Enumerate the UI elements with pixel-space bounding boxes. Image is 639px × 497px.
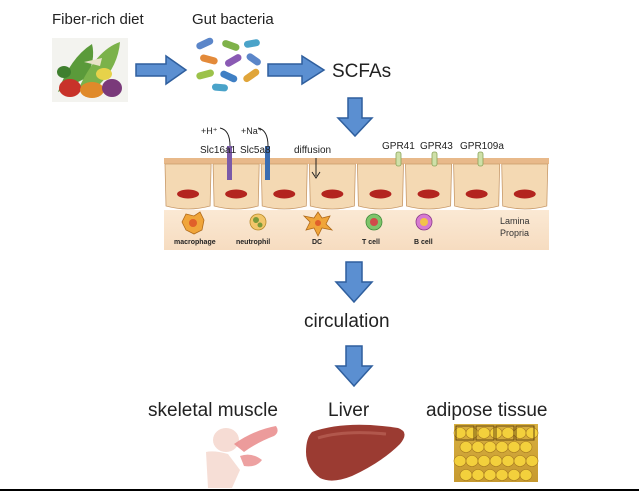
slc5a8-transporter [257, 127, 270, 180]
adipocyte [459, 441, 473, 453]
propria-label: Propria [500, 228, 529, 238]
cell-nucleus [369, 189, 392, 199]
dc-cell [302, 211, 334, 237]
adipocyte [525, 427, 539, 439]
adipocyte-outline [495, 425, 515, 441]
epithelium-layer [164, 158, 549, 250]
diffusion-label: diffusion [294, 145, 331, 156]
epithelial-cell [356, 163, 404, 210]
adipocyte [477, 455, 491, 467]
bacteria-image [196, 37, 261, 92]
slc16a1-transporter [219, 127, 232, 180]
adipocyte [471, 441, 485, 453]
epithelial-cell [501, 163, 549, 210]
adipocyte [525, 455, 539, 467]
arrow-bacteria-to-scfas [267, 54, 326, 86]
macrophage-label: macrophage [174, 239, 216, 246]
arrow-epithelium-to-circulation [334, 261, 374, 304]
gut-bacteria-label: Gut bacteria [192, 11, 274, 28]
cell-nucleus [177, 189, 200, 199]
bottom-divider [0, 489, 639, 491]
slc16a1-ion-label: +H⁺ [201, 126, 218, 136]
epithelial-cell [164, 163, 212, 210]
circulation-label: circulation [304, 311, 390, 332]
adipocyte [507, 469, 521, 481]
lamina-label: Lamina [500, 216, 530, 226]
cell-nucleus [465, 189, 488, 199]
cell-nucleus [321, 189, 344, 199]
adipocyte-outline [455, 425, 475, 441]
adipocyte [459, 469, 473, 481]
diffusion-arrow [311, 158, 321, 179]
adipocyte [495, 469, 509, 481]
adipocyte-outline [475, 425, 495, 441]
skeletal-muscle-label: skeletal muscle [148, 400, 278, 421]
arrow-diet-to-bacteria [135, 54, 188, 86]
adipocyte [501, 427, 515, 439]
adipocyte [483, 441, 497, 453]
macrophage-cell [181, 211, 205, 235]
fiber-diet-label: Fiber-rich diet [52, 11, 145, 28]
arrow-scfas-to-epithelium [336, 97, 374, 138]
dc-label: DC [312, 239, 322, 246]
epithelial-cell [260, 163, 308, 210]
gpr109a-receptor [477, 151, 484, 167]
adipocyte [519, 469, 533, 481]
arrow-circulation-to-organs [334, 345, 374, 388]
adipose-tissue-label: adipose tissue [426, 400, 547, 421]
t-cell-label: T cell [362, 239, 380, 246]
b-cell-label: B cell [414, 239, 433, 246]
epithelial-cell [453, 163, 501, 210]
adipocyte [477, 427, 491, 439]
neutrophil-cell [249, 213, 267, 231]
adipocyte [495, 441, 509, 453]
epithelial-cell [308, 163, 356, 210]
adipocyte [513, 455, 527, 467]
adipocyte [453, 455, 467, 467]
cell-nucleus [225, 189, 248, 199]
slc5a8-label: Slc5a8 [240, 145, 271, 156]
slc5a8-ion-label: +Na⁺ [241, 126, 263, 136]
adipocyte [483, 469, 497, 481]
liver-label: Liver [328, 400, 370, 421]
cell-nucleus [273, 189, 296, 199]
gpr41-receptor [395, 151, 402, 167]
slc16a1-label: Slc16a1 [200, 145, 237, 156]
adipocyte [507, 441, 521, 453]
adipocyte-outline [515, 425, 535, 441]
adipocyte [465, 455, 479, 467]
lamina-propria-band [164, 210, 549, 250]
cell-nucleus [513, 189, 536, 199]
gpr41-label: GPR41 [382, 141, 415, 152]
neutrophil-label: neutrophil [236, 239, 270, 246]
adipocyte [501, 455, 515, 467]
adipocyte [519, 441, 533, 453]
adipocyte [489, 455, 503, 467]
liver-image [306, 424, 405, 481]
vegetables-image [52, 38, 128, 102]
adipose-tissue-image [453, 424, 539, 482]
gpr109a-label: GPR109a [460, 141, 504, 152]
scfas-label: SCFAs [332, 61, 391, 82]
adipocyte [471, 469, 485, 481]
skeletal-muscle-image [206, 426, 278, 488]
t-cell [365, 213, 383, 231]
epithelial-cell [212, 163, 260, 210]
gpr43-label: GPR43 [420, 141, 453, 152]
gpr43-receptor [431, 151, 438, 167]
epithelial-cell [405, 163, 453, 210]
cell-nucleus [417, 189, 440, 199]
b-cell [415, 213, 433, 231]
